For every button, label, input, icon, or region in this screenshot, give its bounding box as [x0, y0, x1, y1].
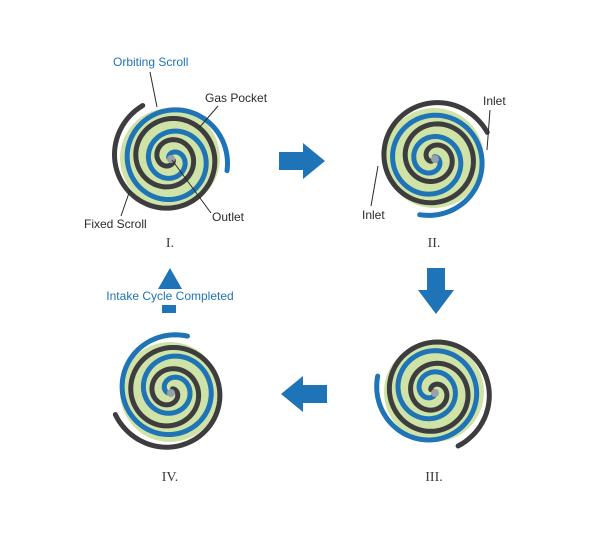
outlet-port — [167, 389, 175, 397]
orbiting-scroll-wrap — [119, 332, 214, 438]
inlet-right-label: Inlet — [483, 94, 506, 108]
inlet-right-leader — [486, 109, 491, 151]
outlet-port — [431, 389, 439, 397]
orbiting-scroll-label: Orbiting Scroll — [113, 55, 188, 69]
stage-2-scroll — [381, 100, 490, 218]
arrow-down — [418, 268, 454, 314]
orbiting-scroll-wrap — [390, 112, 485, 218]
gas-pocket-leader — [198, 105, 219, 129]
stage-1-numeral: I. — [166, 236, 174, 251]
outlet-leader — [171, 159, 212, 214]
outlet-port — [431, 155, 439, 163]
intake-cycle-completed-note: Intake Cycle Completed — [106, 289, 233, 303]
orbiting-scroll-wrap — [374, 348, 480, 443]
arrow-left — [281, 376, 327, 412]
arrow-up — [158, 268, 182, 313]
fixed-scroll-wrap — [112, 344, 223, 450]
fixed-scroll-wrap — [111, 103, 218, 211]
stage-3-numeral: III. — [425, 470, 443, 485]
stage-4-scroll — [112, 332, 223, 450]
outlet-label: Outlet — [212, 210, 245, 224]
inlet-left-label: Inlet — [362, 208, 385, 222]
inlet-left-leader — [370, 165, 379, 207]
stage-1-scroll — [111, 103, 231, 211]
gas-pocket-label: Gas Pocket — [205, 91, 268, 105]
orbiting-scroll-wrap — [124, 107, 231, 203]
fixed-scroll-label: Fixed Scroll — [84, 217, 147, 231]
orbiting-scroll-leader — [149, 71, 158, 108]
stage-2-numeral: II. — [428, 236, 441, 251]
stage-3-scroll — [374, 339, 492, 449]
arrow-right — [279, 143, 325, 179]
fixed-scroll-leader — [120, 189, 131, 217]
fixed-scroll-wrap — [381, 100, 490, 206]
stage-4-numeral: IV. — [162, 470, 178, 485]
fixed-scroll-wrap — [386, 339, 492, 449]
